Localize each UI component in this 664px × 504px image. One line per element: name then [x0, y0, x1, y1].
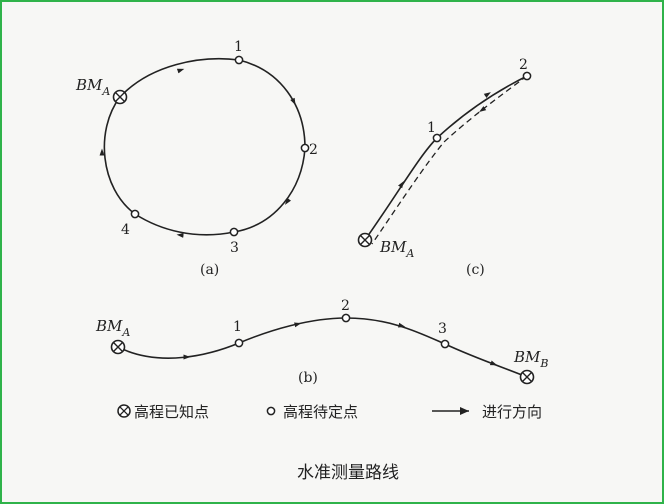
direction-arrow: [483, 92, 491, 98]
legend-known-point-icon: [117, 404, 131, 418]
point-label: 1: [233, 319, 242, 335]
direction-arrow: [176, 68, 185, 74]
point-label: 1: [427, 120, 436, 136]
unknown-point-marker: [341, 313, 351, 323]
unknown-point-marker: [130, 209, 140, 219]
unknown-point-marker: [234, 55, 244, 65]
point-label: 3: [438, 321, 447, 337]
direction-arrow: [176, 232, 184, 238]
unknown-point-marker: [432, 133, 442, 143]
bm-b-label: BMB: [513, 348, 548, 370]
legend: 高程已知点 高程待定点 进行方向: [117, 403, 542, 421]
route-b-line: [117, 317, 528, 378]
point-label: 4: [121, 222, 130, 238]
panel-a-caption: (a): [200, 262, 219, 278]
unknown-point-marker: [522, 71, 532, 81]
figure-title: 水准测量路线: [297, 463, 399, 483]
point-label: 3: [230, 240, 239, 256]
unknown-point-marker: [234, 338, 244, 348]
known-point-marker: [110, 339, 126, 355]
panel-c-branch-route: 1 2 BMA (c): [357, 57, 532, 278]
panel-a-closed-route: BMA 1 2 3 4 (a): [75, 39, 318, 278]
route-a-segment-1-2: [238, 59, 306, 149]
route-a-segment-3-4: [134, 213, 235, 236]
route-c-return: [371, 75, 528, 245]
point-label: 2: [519, 57, 528, 73]
point-label: 2: [309, 142, 318, 158]
legend-direction-arrow-icon: [432, 407, 469, 415]
route-a-segment-bm-1: [119, 57, 240, 98]
unknown-point-marker: [440, 339, 450, 349]
panel-b-caption: (b): [298, 370, 318, 386]
bm-a-label: BMA: [379, 238, 414, 260]
known-point-marker: [112, 89, 128, 105]
route-c-outbound: [364, 75, 528, 241]
panel-c-caption: (c): [466, 262, 485, 278]
legend-direction-label: 进行方向: [482, 403, 542, 421]
legend-unknown-point-label: 高程待定点: [283, 403, 358, 421]
bm-a-label: BMA: [75, 76, 110, 98]
route-a-segment-4-bm: [103, 96, 136, 215]
unknown-point-marker: [229, 227, 239, 237]
point-label: 1: [234, 39, 243, 55]
bm-a-label: BMA: [95, 317, 130, 339]
known-point-marker: [519, 369, 535, 385]
route-a-segment-2-3: [233, 147, 306, 233]
panel-b-connecting-route: BMA 1 2 3 BMB (b): [95, 298, 548, 386]
unknown-point-marker: [300, 143, 310, 153]
known-point-marker: [357, 232, 373, 248]
legend-unknown-point-icon: [266, 406, 276, 416]
point-label: 2: [341, 298, 350, 314]
legend-known-point-label: 高程已知点: [134, 403, 209, 421]
